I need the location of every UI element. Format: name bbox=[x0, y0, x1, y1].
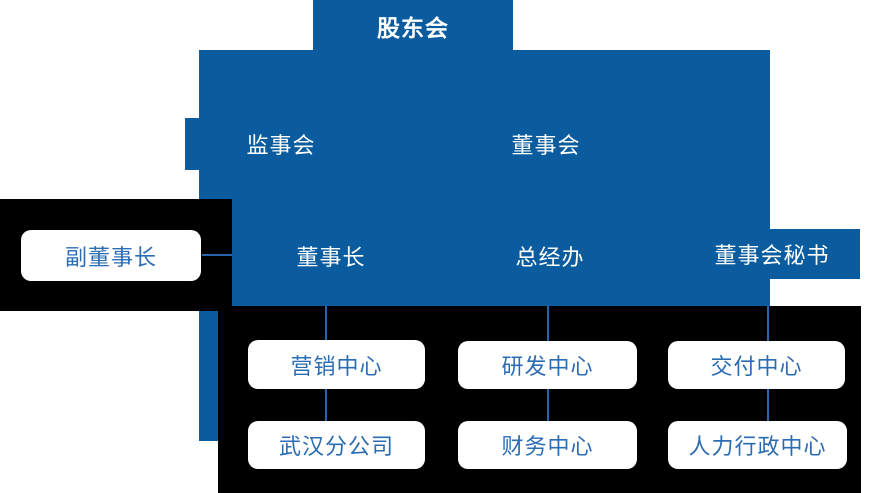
connector-marketing-top bbox=[325, 306, 327, 340]
node-marketing-center: 营销中心 bbox=[248, 340, 425, 389]
node-delivery-center-label: 交付中心 bbox=[710, 354, 803, 379]
connector-vice-chairman bbox=[202, 254, 232, 256]
connector-delivery-top bbox=[767, 306, 769, 341]
connector-rd-finance bbox=[547, 389, 549, 422]
node-shareholders-label: 股东会 bbox=[377, 14, 449, 41]
node-gm-office-label: 总经办 bbox=[515, 245, 585, 270]
supervisory-box-edge bbox=[185, 118, 199, 170]
node-delivery-center: 交付中心 bbox=[668, 341, 845, 389]
node-wuhan-branch-label: 武汉分公司 bbox=[278, 434, 394, 459]
board-secretary-box bbox=[770, 229, 860, 279]
node-hr-admin-center-label: 人力行政中心 bbox=[688, 434, 827, 459]
node-rd-center: 研发中心 bbox=[458, 341, 637, 389]
node-board-of-directors-label: 董事会 bbox=[511, 133, 581, 158]
node-marketing-center-label: 营销中心 bbox=[290, 353, 383, 379]
node-supervisory-board-label: 监事会 bbox=[246, 133, 316, 158]
node-finance-center: 财务中心 bbox=[458, 421, 637, 469]
node-hr-admin-center: 人力行政中心 bbox=[668, 421, 847, 469]
node-vice-chairman: 副董事长 bbox=[21, 230, 201, 281]
connector-marketing-wuhan bbox=[325, 389, 327, 422]
node-vice-chairman-label: 副董事长 bbox=[64, 244, 157, 270]
node-shareholders: 股东会 bbox=[313, 0, 513, 51]
connector-rd-top bbox=[547, 306, 549, 341]
node-finance-center-label: 财务中心 bbox=[501, 434, 594, 459]
node-rd-center-label: 研发中心 bbox=[501, 354, 594, 379]
connector-delivery-hr bbox=[767, 389, 769, 422]
node-wuhan-branch: 武汉分公司 bbox=[248, 421, 425, 469]
node-board-secretary-label: 董事会秘书 bbox=[714, 243, 830, 268]
node-chairman-label: 董事长 bbox=[296, 245, 366, 270]
